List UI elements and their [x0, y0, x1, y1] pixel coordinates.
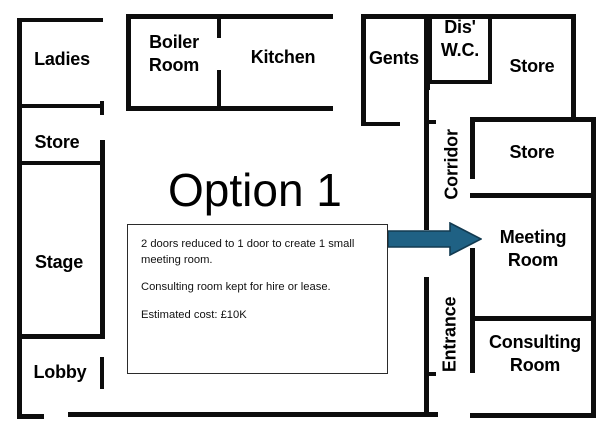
- wall-gents-right-upper: [428, 14, 432, 83]
- wall-meeting-left-stub: [470, 248, 475, 316]
- room-label-boiler-room: Boiler Room: [148, 32, 200, 75]
- room-label-gents: Gents: [368, 48, 419, 68]
- wall-meeting-bottom: [470, 316, 596, 321]
- room-label-consulting-room: Consulting Room: [489, 332, 581, 375]
- wall-gents-right-lower: [424, 120, 436, 124]
- wall-outer-bottom-left: [17, 414, 44, 419]
- wall-outer-bottom-main: [68, 412, 438, 417]
- wall-boiler-right-lower: [217, 70, 221, 111]
- room-label-kitchen: Kitchen: [250, 47, 316, 67]
- wall-store-left-bottom: [17, 161, 101, 165]
- wall-stage-right: [100, 140, 105, 339]
- callout-line-3: Estimated cost: £10K: [141, 308, 247, 321]
- wall-corridor-left-lower: [424, 137, 429, 230]
- wall-consulting-left-stub: [470, 321, 475, 373]
- wall-kitchen-top: [126, 14, 333, 19]
- room-label-meeting-room: Meeting Room: [499, 227, 567, 270]
- wall-entrance-left: [424, 277, 429, 414]
- callout-line-2: Consulting room kept for hire or lease.: [141, 281, 331, 294]
- wall-diswc-right: [488, 14, 492, 83]
- wall-gents-bottom: [361, 122, 400, 126]
- wall-gents-top: [361, 14, 432, 19]
- wall-store-rt-bottom: [470, 117, 596, 122]
- page-title: Option 1: [168, 164, 342, 216]
- room-label-store-right-top: Store: [509, 56, 555, 76]
- room-label-stage: Stage: [34, 252, 84, 272]
- wall-entrance-door-stub: [424, 372, 436, 376]
- wall-consulting-bottom: [470, 413, 596, 418]
- wall-diswc-bottom: [428, 80, 492, 84]
- room-label-store-right-mid: Store: [509, 142, 555, 162]
- wall-gents-left: [361, 14, 366, 126]
- room-label-corridor: Corridor: [441, 129, 462, 200]
- wall-ladies-bottom: [17, 104, 104, 108]
- wall-lobby-right-stub: [100, 357, 104, 389]
- wall-corridor-left: [424, 14, 429, 137]
- room-label-ladies: Ladies: [34, 49, 90, 69]
- wall-boiler-left: [126, 14, 131, 111]
- wall-kitchen-bottom: [126, 106, 333, 111]
- pointer-arrow-icon: [388, 222, 482, 256]
- wall-store-rt-top: [488, 14, 576, 19]
- room-label-entrance: Entrance: [439, 296, 460, 373]
- room-label-store-left-top: Store: [34, 132, 80, 152]
- callout-line-1: 2 doors reduced to 1 door to create 1 sm…: [141, 238, 355, 267]
- room-label-disabled-wc: Dis' W.C.: [440, 17, 480, 61]
- wall-boiler-right-upper: [217, 14, 221, 38]
- wall-outer-right: [591, 117, 596, 418]
- wall-stage-bottom: [17, 334, 105, 339]
- wall-store-rt-right: [571, 14, 576, 121]
- wall-store-rm-bottom: [470, 193, 596, 198]
- wall-store-rm-left-upper: [470, 117, 475, 179]
- wall-ladies-bottom-stub: [100, 101, 104, 115]
- wall-ladies-top: [17, 18, 103, 22]
- room-label-lobby: Lobby: [33, 362, 87, 382]
- wall-outer-left: [17, 18, 22, 418]
- annotation-callout-box: 2 doors reduced to 1 door to create 1 sm…: [127, 224, 388, 374]
- wall-diswc-top: [428, 14, 492, 19]
